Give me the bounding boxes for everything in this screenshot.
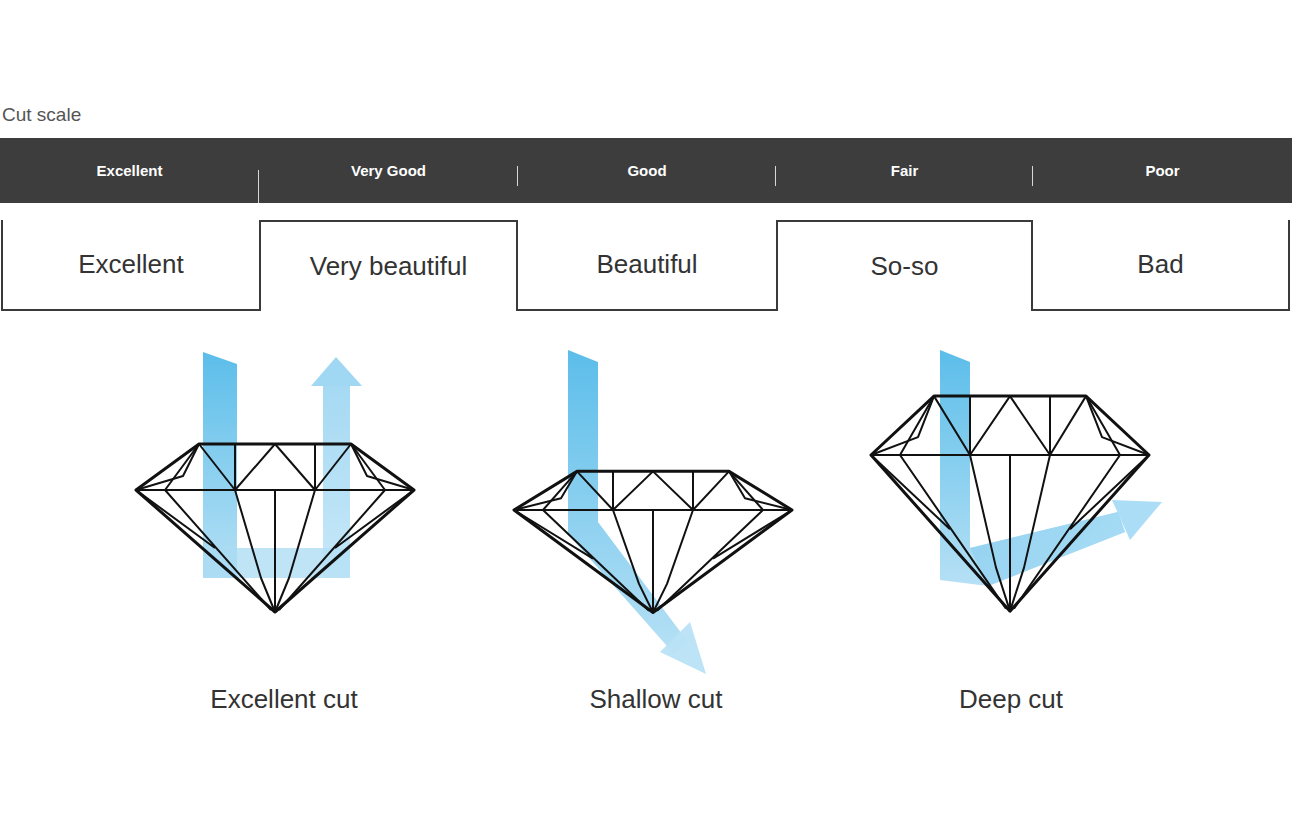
rating-label: Beautiful — [596, 249, 697, 280]
cut-caption: Excellent cut — [210, 684, 357, 715]
rating-box: Beautiful — [518, 220, 776, 311]
scale-grade-cell: Very Good — [259, 138, 518, 203]
grade-label: Poor — [1145, 162, 1179, 179]
cut-caption: Deep cut — [959, 684, 1063, 715]
rating-label: Bad — [1137, 249, 1183, 280]
scale-separator — [517, 166, 518, 186]
rating-box: Bad — [1033, 220, 1290, 311]
scale-grade-cell: Excellent — [0, 138, 259, 203]
rating-box: So-so — [776, 220, 1033, 311]
scale-separator — [775, 166, 776, 186]
diagram-title: Cut scale — [2, 104, 81, 126]
rating-box: Very beautiful — [259, 220, 518, 311]
grade-label: Fair — [891, 162, 919, 179]
scale-separator — [1032, 166, 1033, 186]
grade-label: Excellent — [97, 162, 163, 179]
grade-label: Very Good — [351, 162, 426, 179]
grade-label: Good — [627, 162, 666, 179]
scale-grade-cell: Poor — [1033, 138, 1292, 203]
rating-label: So-so — [871, 251, 939, 282]
scale-grade-cell: Fair — [776, 138, 1033, 203]
rating-label: Excellent — [78, 249, 184, 280]
scale-grade-cell: Good — [518, 138, 776, 203]
rating-box: Excellent — [1, 220, 259, 311]
scale-separator — [258, 170, 259, 203]
cut-caption: Shallow cut — [590, 684, 723, 715]
rating-label: Very beautiful — [310, 251, 468, 282]
